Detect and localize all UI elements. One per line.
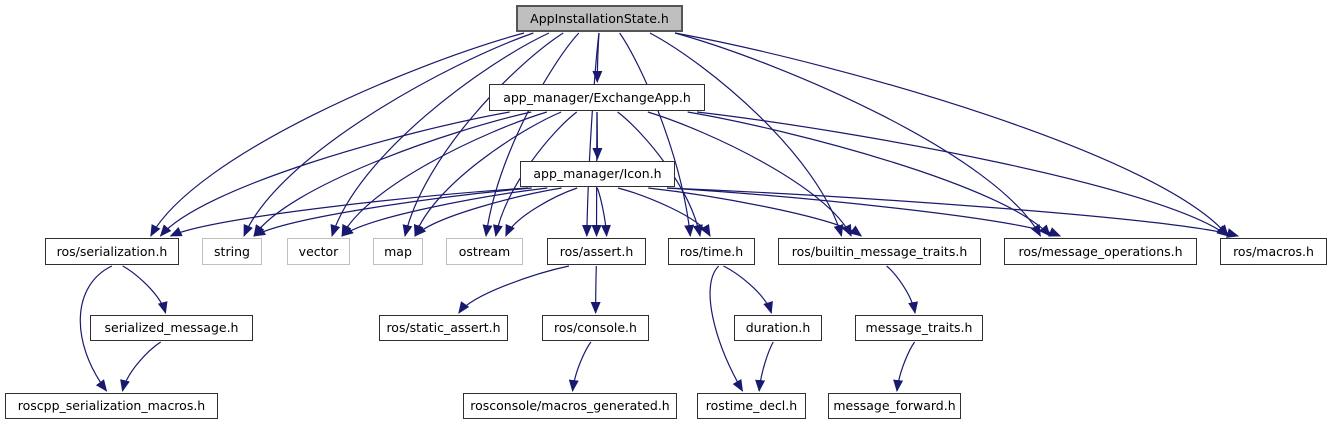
edge-exchange_app-to-string xyxy=(253,111,532,237)
graph-node-rostime_decl[interactable]: rostime_decl.h xyxy=(697,393,806,419)
edge-root-to-builtin_message_traits xyxy=(649,32,844,237)
edge-time-to-duration xyxy=(723,265,773,314)
graph-node-macros_generated[interactable]: rosconsole/macros_generated.h xyxy=(463,393,677,419)
edge-time-to-rostime_decl xyxy=(709,265,744,392)
edge-icon-to-time xyxy=(617,187,711,237)
edge-exchange_app-to-builtin_message_traits xyxy=(647,111,852,237)
edge-duration-to-rostime_decl xyxy=(755,341,774,392)
edge-builtin_message_traits-to-message_traits xyxy=(886,265,918,314)
edge-exchange_app-to-serialization xyxy=(159,111,510,237)
graph-node-roscpp_serialization_macros[interactable]: roscpp_serialization_macros.h xyxy=(5,393,218,419)
edge-root-to-time xyxy=(619,32,695,237)
edge-exchange_app-to-map xyxy=(413,111,562,237)
graph-node-time[interactable]: ros/time.h xyxy=(668,238,755,265)
edge-root-to-message_operations xyxy=(674,32,1041,237)
edge-icon-to-string xyxy=(253,187,532,237)
edge-serialized_message-to-roscpp_serialization_macros xyxy=(120,341,162,392)
edge-icon-to-vector xyxy=(341,187,548,237)
graph-node-ostream: ostream xyxy=(446,238,523,265)
graph-node-static_assert[interactable]: ros/static_assert.h xyxy=(379,315,508,341)
edge-message_traits-to-message_forward xyxy=(893,341,916,392)
edge-assert-to-console xyxy=(590,265,601,314)
edge-icon-to-builtin_message_traits xyxy=(648,187,863,237)
edge-root-to-ostream xyxy=(482,32,580,237)
graph-node-console[interactable]: ros/console.h xyxy=(542,315,649,341)
graph-node-vector: vector xyxy=(287,238,350,265)
graph-node-serialization[interactable]: ros/serialization.h xyxy=(45,238,179,265)
graph-node-message_traits[interactable]: message_traits.h xyxy=(855,315,983,341)
graph-node-string: string xyxy=(202,238,262,265)
edge-exchange_app-to-vector xyxy=(341,111,548,237)
graph-node-icon[interactable]: app_manager/Icon.h xyxy=(520,161,675,187)
edge-console-to-macros_generated xyxy=(568,341,592,392)
edge-exchange_app-to-message_operations xyxy=(687,111,1051,237)
edge-icon-to-macros xyxy=(666,187,1239,238)
edge-root-to-assert xyxy=(581,32,600,237)
edge-root-to-serialization xyxy=(150,32,525,237)
edge-serialization-to-serialized_message xyxy=(122,265,168,314)
edge-serialization-to-roscpp_serialization_macros xyxy=(79,265,113,392)
edge-assert-to-static_assert xyxy=(458,265,570,314)
graph-node-message_operations[interactable]: ros/message_operations.h xyxy=(1004,238,1197,265)
graph-node-map: map xyxy=(373,238,423,265)
edge-icon-to-serialization xyxy=(169,187,529,237)
edge-root-to-vector xyxy=(330,32,550,237)
graph-node-root: AppInstallationState.h xyxy=(516,5,683,32)
graph-node-assert[interactable]: ros/assert.h xyxy=(547,238,646,265)
graph-node-duration[interactable]: duration.h xyxy=(734,315,822,341)
graph-node-message_forward[interactable]: message_forward.h xyxy=(828,393,961,419)
graph-node-exchange_app[interactable]: app_manager/ExchangeApp.h xyxy=(489,84,705,111)
edge-exchange_app-to-macros xyxy=(696,111,1229,237)
edge-icon-to-assert xyxy=(596,187,611,237)
edge-root-to-map xyxy=(402,32,564,237)
edge-root-to-string xyxy=(243,32,534,237)
graph-node-macros[interactable]: ros/macros.h xyxy=(1220,238,1327,265)
graph-node-builtin_message_traits[interactable]: ros/builtin_message_traits.h xyxy=(778,238,981,265)
edge-icon-to-ostream xyxy=(505,187,578,237)
graph-node-serialized_message[interactable]: serialized_message.h xyxy=(90,315,253,341)
edge-icon-to-map xyxy=(414,187,562,237)
edge-icon-to-message_operations xyxy=(666,187,1062,237)
edge-root-to-macros xyxy=(674,32,1229,237)
